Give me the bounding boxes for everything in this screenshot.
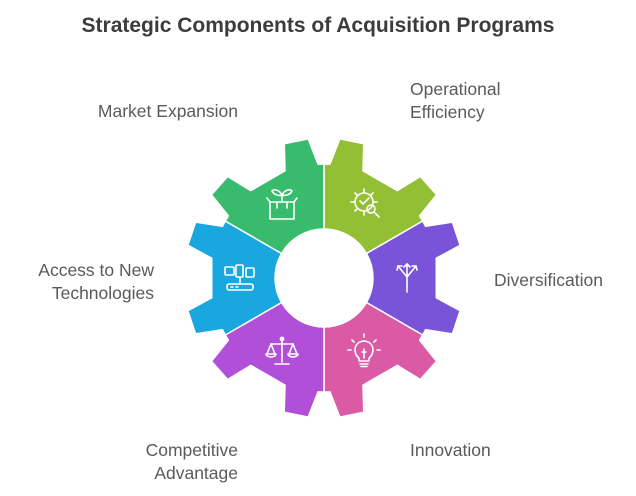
label-diversification: Diversification [494,270,603,290]
devices-network-icon [224,264,255,291]
balance-scale-icon [265,336,299,365]
label-innovation: Innovation [410,440,491,460]
label-market-expansion: Market Expansion [97,101,238,121]
label-access-to-new-technologies: Access to New Technologies [38,260,154,303]
label-competitive-advantage: Competitive Advantage [145,440,238,483]
gear-magnifier-icon [350,188,380,218]
segment-market-expansion [210,138,325,255]
diverging-arrows-icon [396,263,418,293]
label-operational-efficiency: Operational Efficiency [410,79,501,122]
plant-box-icon [266,189,298,220]
lightbulb-icon [347,333,381,368]
diagram-title: Strategic Components of Acquisition Prog… [81,14,555,37]
